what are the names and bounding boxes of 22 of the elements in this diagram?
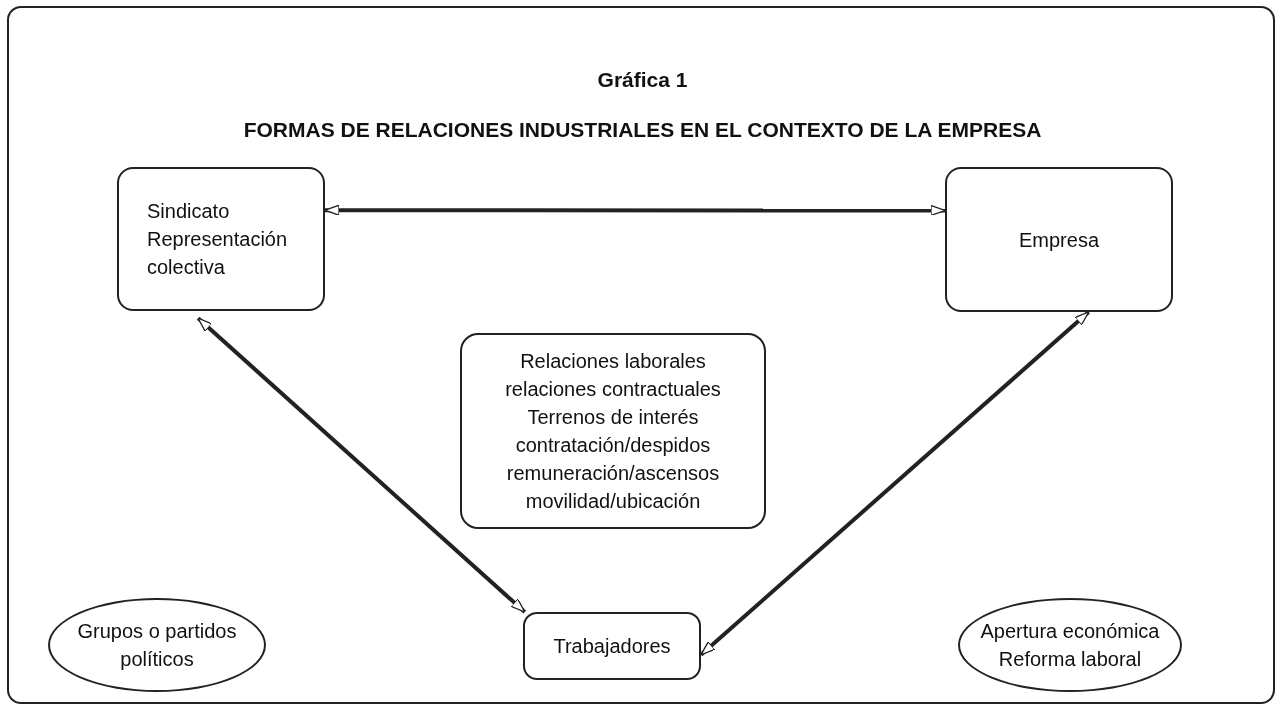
double-arrow (699, 310, 1090, 657)
node-text: Grupos o partidos políticos (76, 619, 238, 672)
node-text: contratación/despidos (515, 433, 711, 458)
node-text: remuneración/ascensos (506, 461, 720, 486)
node-text: Sindicato (147, 199, 230, 224)
node-text: Apertura económica (980, 619, 1160, 644)
node-text: movilidad/ubicación (525, 489, 701, 514)
double-arrow (324, 204, 946, 217)
node-text: Terrenos de interés (527, 405, 699, 430)
process-box (460, 333, 766, 529)
node-text: Empresa (1019, 227, 1099, 253)
process-box (523, 612, 701, 680)
diagram-heading: FORMAS DE RELACIONES INDUSTRIALES EN EL CONTEXTO DE LA EMPRESA (242, 118, 1043, 142)
node-text: Reforma laboral (998, 647, 1142, 672)
process-box (117, 167, 325, 311)
double-arrow (196, 316, 527, 614)
node-text: relaciones contractuales (505, 377, 721, 402)
node-text: Trabajadores (553, 634, 671, 659)
node-text: Relaciones laborales (520, 349, 706, 374)
process-box (945, 167, 1173, 312)
node-text: Representación colectiva (147, 227, 289, 280)
diagram-title: Gráfica 1 (596, 68, 689, 92)
